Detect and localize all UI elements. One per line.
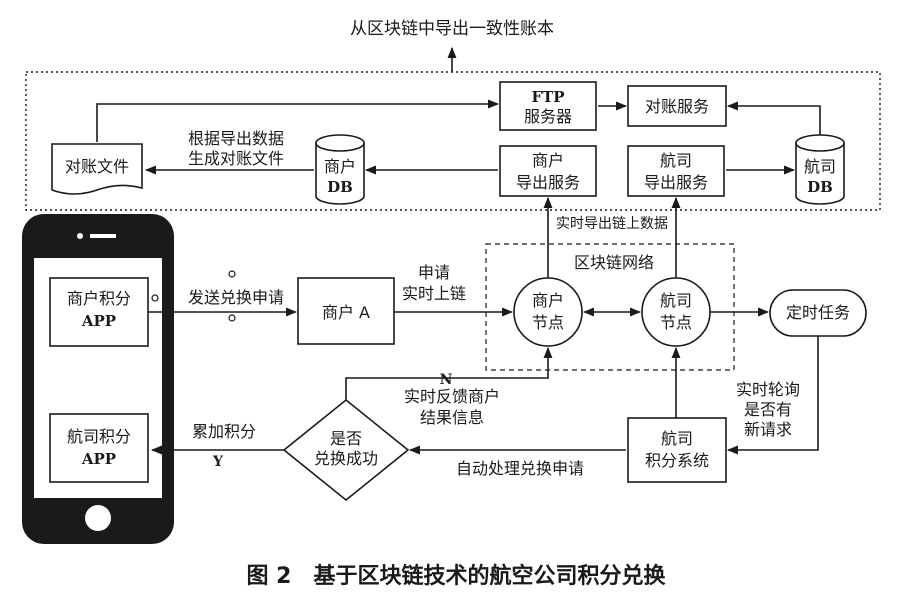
merchant-node-circle [513,277,583,347]
merchant-node-label-1: 商户 [532,291,564,310]
deco-circle [228,314,236,322]
reconcile-service-label: 对账服务 [645,97,709,116]
airline-db-to-reconcile-arrow [726,101,821,135]
poll-label-2: 是否有 [744,400,792,419]
reconcile-file-label: 对账文件 [65,157,129,176]
airline-export-label-1: 航司 [660,151,692,170]
gen-reconcile-label-1: 根据导出数据 [188,129,284,148]
blockchain-network-label: 区块链网络 [574,253,654,272]
airline-app-label-2: APP [81,450,116,468]
accumulate-label: 累加积分 [192,422,256,441]
apply-label-2: 实时上链 [402,284,466,303]
poll-arrow [726,336,819,455]
file-to-ftp-arrow [96,99,500,142]
airline-export-box [627,145,725,197]
top-label: 从区块链中导出一致性账本 [350,19,554,39]
feedback-arrow [345,346,553,400]
merchant-export-label-2: 导出服务 [516,173,580,192]
airline-app-label-1: 航司积分 [67,427,131,446]
merchant-node-label-2: 节点 [532,313,564,332]
y-label: Y [212,454,224,470]
merchant-app-label-2: APP [81,312,116,330]
feedback-label-2: 结果信息 [420,408,484,427]
airline-export-label-2: 导出服务 [644,173,708,192]
realtime-export-label: 实时导出链上数据 [556,216,668,232]
airline-node-label-2: 节点 [660,313,692,332]
timer-task-label: 定时任务 [786,303,850,322]
apply-label-1: 申请 [418,263,450,282]
ftp-label-1: FTP [531,88,564,106]
reconcile-file-shape [51,143,143,195]
airline-db [795,134,845,205]
phone-device [22,214,174,544]
merchant-db-label-1: 商户 [324,157,356,176]
airline-db-label-2: DB [807,178,833,196]
gen-reconcile-label-2: 生成对账文件 [188,149,284,168]
ftp-server-box [499,81,597,131]
decision-diamond [282,398,410,502]
auto-process-label: 自动处理兑换申请 [456,459,584,478]
poll-label-1: 实时轮询 [736,380,800,399]
deco-circle [151,294,159,302]
airline-db-label-1: 航司 [804,157,836,176]
export-region [25,71,881,211]
merchant-a-label: 商户 A [322,303,370,322]
airline-app-box [49,413,149,483]
deco-circle [228,270,236,278]
n-label: N [440,372,453,388]
send-request-label: 发送兑换申请 [188,288,284,307]
merchant-a-box [297,277,395,345]
feedback-label-1: 实时反馈商户 [404,387,500,406]
ftp-label-2: 服务器 [524,107,572,126]
airline-points-system-label-2: 积分系统 [645,451,709,470]
reconcile-service-box [627,85,727,127]
decision-label-2: 兑换成功 [314,449,378,468]
airline-node-label-1: 航司 [660,291,692,310]
airline-node-circle [641,277,711,347]
merchant-export-box [499,145,597,197]
blockchain-network-region [485,243,735,371]
figure-caption: 图 2 基于区块链技术的航空公司积分兑换 [247,563,667,589]
decision-label-1: 是否 [330,429,362,448]
airline-points-system-box [627,417,727,483]
merchant-db-label-2: DB [327,178,353,196]
poll-label-3: 新请求 [744,420,792,439]
merchant-export-label-1: 商户 [532,151,564,170]
merchant-app-label-1: 商户积分 [67,289,131,308]
merchant-db [315,134,365,205]
airline-points-system-label-1: 航司 [661,429,693,448]
